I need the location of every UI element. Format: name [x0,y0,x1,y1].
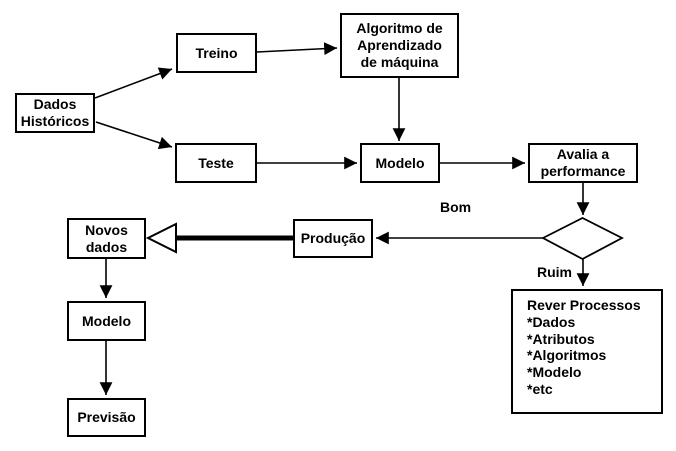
node-algoritmo-aprendizado: Algoritmo de Aprendizado de máquina [340,13,459,78]
node-modelo-top: Modelo [360,143,440,183]
node-producao: Produção [293,219,373,258]
decision-diamond [541,216,624,261]
edge-label-bom: Bom [440,199,472,215]
arrow-dados-to-teste [95,121,173,150]
hollow-arrowhead-icon [145,222,177,254]
node-dados-historicos: Dados Históricos [15,93,95,133]
node-avalia-performance: Avalia a performance [528,143,638,183]
node-modelo-bottom: Modelo [67,301,146,341]
node-teste: Teste [175,143,257,183]
arrow-dados-to-treino [94,67,173,99]
node-previsao: Previsão [67,398,146,437]
edge-label-ruim: Ruim [537,264,572,280]
node-rever-processos: Rever Processos *Dados *Atributos *Algor… [511,289,663,414]
node-treino: Treino [176,33,257,73]
arrow-treino-to-algoritmo [256,42,338,56]
node-novos-dados: Novos dados [67,218,146,259]
